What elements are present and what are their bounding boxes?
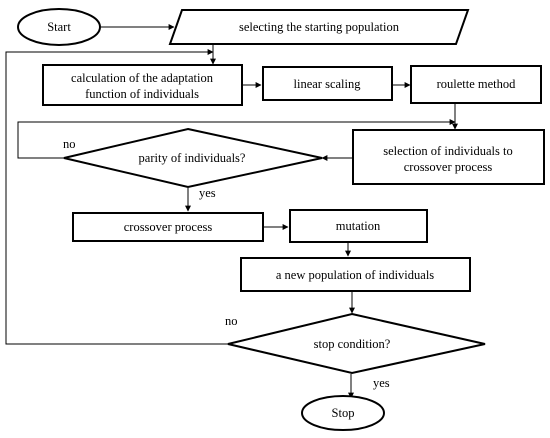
calculation-label-line2: function of individuals (85, 87, 199, 101)
start-label: Start (47, 20, 71, 34)
stop-yes-label: yes (373, 376, 390, 390)
roulette-label: roulette method (437, 77, 517, 91)
mutation-label: mutation (336, 219, 381, 233)
calculation-label-line1: calculation of the adaptation (71, 71, 214, 85)
node-crossover: crossover process (72, 212, 264, 242)
selection-label-line2: crossover process (404, 160, 493, 174)
node-parity: parity of individuals? (63, 127, 323, 189)
edge-stopcond-no-loop (5, 49, 228, 345)
stop-no-label: no (225, 314, 238, 328)
parity-label: parity of individuals? (139, 151, 246, 165)
node-stop-condition: stop condition? (227, 312, 486, 375)
connectors (5, 24, 458, 399)
node-start: Start (17, 8, 101, 46)
node-stop: Stop (301, 395, 385, 431)
new-population-label: a new population of individuals (276, 268, 434, 282)
node-select-population: selecting the starting population (168, 9, 470, 45)
select-population-label: selecting the starting population (239, 20, 400, 34)
edge-parity-no-loop (17, 119, 456, 159)
crossover-label: crossover process (124, 220, 213, 234)
node-mutation: mutation (289, 209, 428, 243)
node-new-population: a new population of individuals (240, 257, 471, 292)
node-linear-scaling: linear scaling (262, 66, 393, 101)
linear-scaling-label: linear scaling (294, 77, 362, 91)
parity-no-label: no (63, 137, 76, 151)
stop-label: Stop (332, 406, 355, 420)
node-calculation: calculation of the adaptation function o… (42, 64, 243, 106)
node-selection: selection of individuals to crossover pr… (352, 129, 545, 185)
stop-condition-label: stop condition? (314, 337, 391, 351)
selection-label-line1: selection of individuals to (383, 144, 513, 158)
parity-yes-label: yes (199, 186, 216, 200)
node-roulette: roulette method (410, 65, 542, 104)
